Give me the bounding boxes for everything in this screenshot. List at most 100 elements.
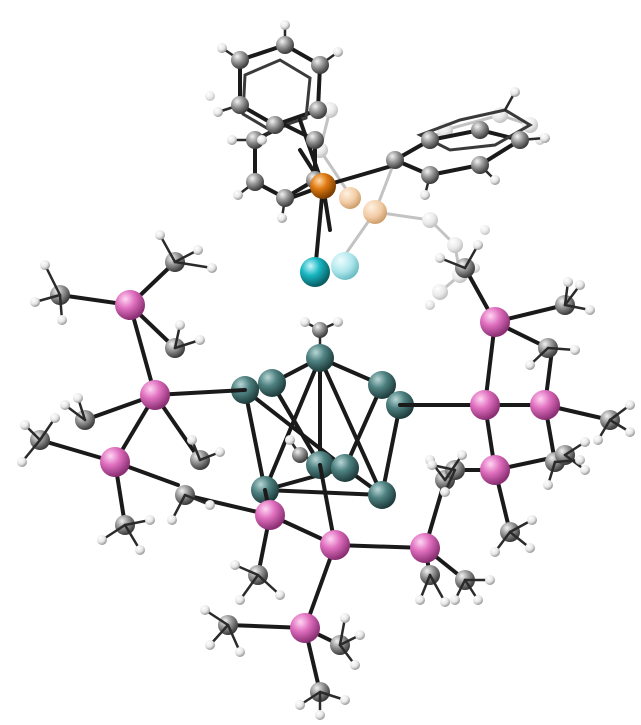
hydrogen-atom bbox=[435, 253, 445, 263]
carbon-atom bbox=[231, 96, 249, 114]
hydrogen-atom bbox=[563, 277, 573, 287]
carbon-atom bbox=[511, 131, 529, 149]
hydrogen-atom bbox=[485, 575, 495, 585]
carbon-atom bbox=[471, 121, 489, 139]
carbon-atom bbox=[292, 447, 308, 463]
carbon-atom bbox=[386, 151, 404, 169]
hydrogen-atom bbox=[40, 260, 50, 270]
hydrogen-atom bbox=[295, 700, 305, 710]
hydrogen-atom bbox=[473, 240, 483, 250]
carbon-atom bbox=[421, 166, 439, 184]
hydrogen-atom bbox=[20, 420, 30, 430]
ghost-fragment bbox=[205, 91, 545, 310]
hydrogen-atom bbox=[175, 320, 185, 330]
carbon-atom bbox=[231, 51, 249, 69]
hydrogen-atom bbox=[280, 20, 290, 30]
ghost-carbon-atom bbox=[422, 212, 438, 228]
phosphorus-atom bbox=[310, 173, 336, 199]
pink-atom bbox=[480, 455, 510, 485]
halide-atom bbox=[300, 257, 330, 287]
metal-atom bbox=[368, 371, 396, 399]
pink-atom bbox=[480, 307, 510, 337]
hydrogen-atom bbox=[420, 190, 430, 200]
hydrogen-atom bbox=[440, 487, 450, 497]
ghost-halide-atom bbox=[331, 252, 359, 280]
hydrogen-atom bbox=[205, 640, 215, 650]
hydrogen-atom bbox=[525, 360, 535, 370]
hydrogen-atom bbox=[235, 647, 245, 657]
hydrogen-atom bbox=[490, 175, 500, 185]
hydrogen-atom bbox=[315, 710, 325, 720]
hydrogen-atom bbox=[217, 43, 227, 53]
hydrogen-atom bbox=[440, 597, 450, 607]
hydrogen-atom bbox=[97, 535, 107, 545]
hydrogen-atom bbox=[207, 263, 217, 273]
metal-atom bbox=[331, 454, 359, 482]
pink-atom bbox=[115, 290, 145, 320]
hydrogen-atom bbox=[510, 87, 520, 97]
metal-cluster bbox=[231, 317, 414, 509]
ghost-carbon-atom bbox=[432, 284, 448, 300]
phosphonium-cation bbox=[213, 20, 550, 287]
carbon-atom bbox=[276, 36, 294, 54]
carbon-atom bbox=[246, 131, 264, 149]
hydrogen-atom bbox=[593, 435, 603, 445]
hydrogen-atom bbox=[135, 545, 145, 555]
hydrogen-atom bbox=[415, 595, 425, 605]
hydrogen-atom bbox=[355, 630, 365, 640]
carbon-atom bbox=[309, 101, 327, 119]
metal-atom bbox=[258, 369, 286, 397]
hydrogen-atom bbox=[233, 190, 243, 200]
hydrogen-atom bbox=[17, 457, 27, 467]
hydrogen-atom bbox=[340, 695, 350, 705]
ghost-hydrogen-atom bbox=[205, 91, 215, 101]
hydrogen-atom bbox=[575, 455, 585, 465]
ghost-hydrogen-atom bbox=[480, 225, 490, 235]
hydrogen-atom bbox=[200, 605, 210, 615]
pink-atom bbox=[100, 447, 130, 477]
carbon-atom bbox=[266, 116, 284, 134]
hydrogen-atom bbox=[275, 590, 285, 600]
ghost-phosphorus-atom bbox=[363, 200, 387, 224]
hydrogen-atom bbox=[625, 400, 635, 410]
pink-atom bbox=[255, 500, 285, 530]
hydrogen-atom bbox=[285, 435, 295, 445]
metal-atom bbox=[306, 344, 334, 372]
hydrogen-atom bbox=[350, 660, 360, 670]
hydrogen-atom bbox=[585, 305, 595, 315]
hydrogen-atom bbox=[213, 107, 223, 117]
hydrogen-atom bbox=[527, 515, 537, 525]
hydrogen-atom bbox=[145, 515, 155, 525]
hydrogen-atom bbox=[300, 317, 310, 327]
pink-atom bbox=[140, 380, 170, 410]
hydrogen-atom bbox=[50, 413, 60, 423]
hydrogen-atom bbox=[580, 437, 590, 447]
carbon-atom bbox=[311, 56, 329, 74]
pink-atom bbox=[410, 533, 440, 563]
hydrogen-atom bbox=[73, 393, 83, 403]
hydrogen-atom bbox=[625, 427, 635, 437]
hydrogen-atom bbox=[60, 400, 70, 410]
pink-atom bbox=[470, 390, 500, 420]
carbon-atom bbox=[471, 156, 489, 174]
hydrogen-atom bbox=[580, 465, 590, 475]
pink-atom bbox=[320, 530, 350, 560]
ghost-hydrogen-atom bbox=[425, 300, 435, 310]
carbon-atom bbox=[246, 173, 264, 191]
hydrogen-atom bbox=[543, 480, 553, 490]
ghost-carbon-atom bbox=[447, 237, 463, 253]
hydrogen-atom bbox=[215, 447, 225, 457]
hydrogen-atom bbox=[427, 460, 437, 470]
silyl-ligands bbox=[17, 230, 635, 720]
hydrogen-atom bbox=[340, 613, 350, 623]
hydrogen-atom bbox=[205, 500, 215, 510]
hydrogen-atom bbox=[257, 135, 267, 145]
hydrogen-atom bbox=[333, 317, 343, 327]
hydrogen-atom bbox=[450, 595, 460, 605]
hydrogen-atom bbox=[57, 315, 67, 325]
carbon-atom bbox=[312, 322, 328, 338]
hydrogen-atom bbox=[525, 543, 535, 553]
pink-atom bbox=[290, 613, 320, 643]
hydrogen-atom bbox=[277, 213, 287, 223]
carbon-atom bbox=[421, 131, 439, 149]
